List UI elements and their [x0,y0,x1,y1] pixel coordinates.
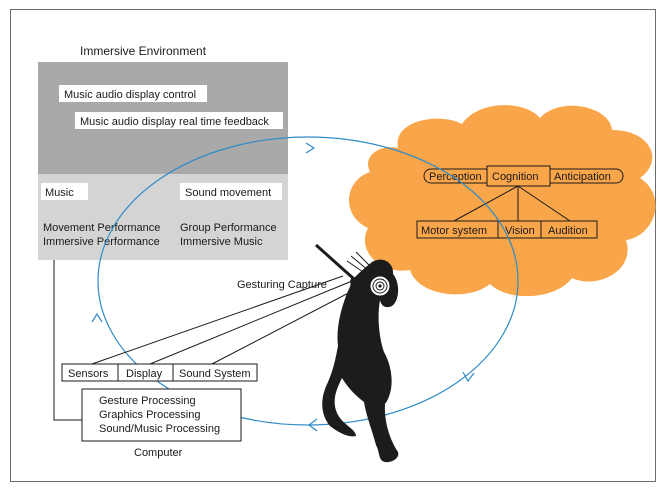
loop-arrow-bottom [308,418,318,432]
music-box [41,183,88,200]
immersive-music-text: Immersive Music [180,236,263,248]
capture-lines: Gesturing Capture [91,275,361,365]
sound-processing-text: Sound/Music Processing [99,423,220,435]
feedback-loop [91,136,519,432]
capture-line-sound [211,286,361,365]
sensors-label: Sensors [68,368,109,380]
motor-system-label: Motor system [421,225,487,237]
processing-box [81,388,242,442]
loop-arrow-right [462,371,475,383]
computer-block: Sensors Display Sound System Gesture Pro… [61,363,258,459]
performer-left-arm [350,277,372,292]
graphics-processing-text: Graphics Processing [99,409,201,421]
performer-silhouette [322,259,399,463]
output-boxes [416,220,598,239]
feedback-label: Music audio display real time feedback [80,116,269,128]
perception-label: Perception [429,171,482,183]
gesturing-capture-label: Gesturing Capture [237,279,327,291]
group-performance-text: Group Performance [180,222,277,234]
target-sensor-icon [369,275,391,297]
immersive-performance-text: Immersive Performance [43,236,160,248]
motion-lines [346,251,373,275]
capture-line-sensors [91,275,344,365]
loop-arrow-top [305,142,316,154]
vision-label: Vision [505,225,535,237]
conductor-baton [314,243,356,281]
gesture-processing-text: Gesture Processing [99,395,196,407]
performer-figure [314,243,399,463]
cognition-cloud: Perception Cognition Anticipation Motor … [349,105,656,297]
movement-performance-text: Movement Performance [43,222,160,234]
audition-label: Audition [548,225,588,237]
environment-title: Immersive Environment [80,44,207,58]
cloud-shape [349,105,656,297]
link-cognition-motor [453,185,519,222]
io-bar [61,363,258,382]
capture-line-display [149,280,353,365]
link-cognition-audition [517,185,571,222]
loop-arrow-left [91,312,103,323]
control-box [59,85,207,102]
sound-system-label: Sound System [179,368,251,380]
computer-label: Computer [134,447,183,459]
cognition-label: Cognition [492,171,538,183]
feedback-box [75,112,283,129]
music-label: Music [45,187,74,199]
control-label: Music audio display control [64,89,196,101]
display-label: Display [126,368,163,380]
environment-computer-connector [53,260,82,421]
sound-movement-box [180,183,282,200]
anticipation-label: Anticipation [554,171,611,183]
immersive-environment: Immersive Environment Music audio displa… [38,44,288,260]
sound-movement-label: Sound movement [185,187,271,199]
